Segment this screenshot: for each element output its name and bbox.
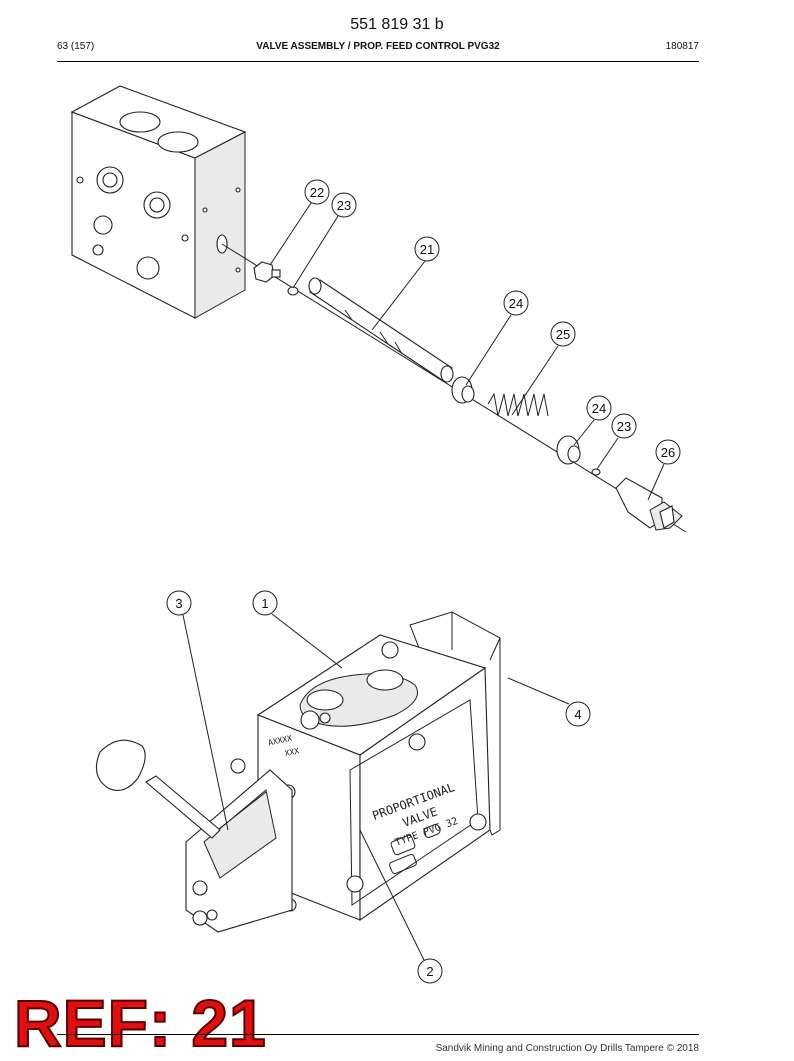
svg-text:24: 24 — [592, 401, 606, 416]
svg-text:26: 26 — [661, 445, 675, 460]
valve-code-line2: XXX — [284, 746, 300, 758]
leader-26 — [647, 463, 665, 501]
callout-21: 21 — [414, 236, 440, 262]
o-ring-23 — [287, 286, 299, 296]
page-number: 63 (157) — [57, 41, 95, 52]
leader-21 — [371, 260, 426, 331]
svg-text:22: 22 — [310, 185, 324, 200]
svg-text:2: 2 — [426, 964, 433, 979]
svg-text:21: 21 — [420, 242, 434, 257]
svg-text:3: 3 — [175, 596, 182, 611]
callout-4: 4 — [565, 701, 591, 727]
reference-stamp: REF: 21 — [13, 985, 267, 1061]
callout-1: 1 — [252, 590, 278, 616]
callout-23: 23 — [331, 192, 357, 218]
leader-22 — [269, 202, 312, 266]
page-title: VALVE ASSEMBLY / PROP. FEED CONTROL PVG3… — [256, 41, 500, 52]
leader-23-b — [596, 437, 619, 470]
leader-2 — [359, 829, 425, 961]
leader-4 — [507, 677, 570, 705]
spring-seat-24-b — [556, 435, 581, 465]
svg-text:25: 25 — [556, 327, 570, 342]
svg-text:23: 23 — [337, 198, 351, 213]
valve-assembly-bottom: PROPORTIONAL VALVE TYPE PVG 32 AXXXX XXX — [95, 611, 501, 933]
callout-24-b: 24 — [586, 395, 612, 421]
callout-22: 22 — [304, 179, 330, 205]
document-number: 551 819 31 b — [350, 16, 444, 33]
svg-text:24: 24 — [509, 296, 523, 311]
valve-body-top — [70, 85, 247, 319]
leader-24 — [465, 314, 512, 386]
leader-23 — [292, 215, 339, 289]
plug-22 — [253, 261, 281, 283]
callout-3: 3 — [166, 590, 192, 616]
spring-seat-24 — [451, 376, 475, 404]
svg-text:23: 23 — [617, 419, 631, 434]
document-date: 180817 — [665, 41, 699, 52]
svg-text:1: 1 — [261, 596, 268, 611]
callout-2: 2 — [417, 958, 443, 984]
leader-1 — [271, 613, 343, 669]
leader-3 — [182, 614, 229, 831]
copyright-text: Sandvik Mining and Construction Oy Drill… — [435, 1043, 699, 1054]
callout-23-b: 23 — [611, 413, 637, 439]
leader-25 — [511, 345, 559, 416]
leader-24-b — [573, 419, 595, 446]
end-cap-26 — [615, 477, 683, 531]
spring-25 — [487, 392, 549, 417]
o-ring-23-b — [591, 468, 601, 476]
svg-text:4: 4 — [574, 707, 581, 722]
callout-26: 26 — [655, 439, 681, 465]
footer-divider — [57, 1034, 699, 1035]
page-header: 63 (157) VALVE ASSEMBLY / PROP. FEED CON… — [57, 41, 699, 55]
spool-21 — [308, 277, 454, 383]
callout-24: 24 — [503, 290, 529, 316]
header-divider — [57, 61, 699, 62]
callout-25: 25 — [550, 321, 576, 347]
